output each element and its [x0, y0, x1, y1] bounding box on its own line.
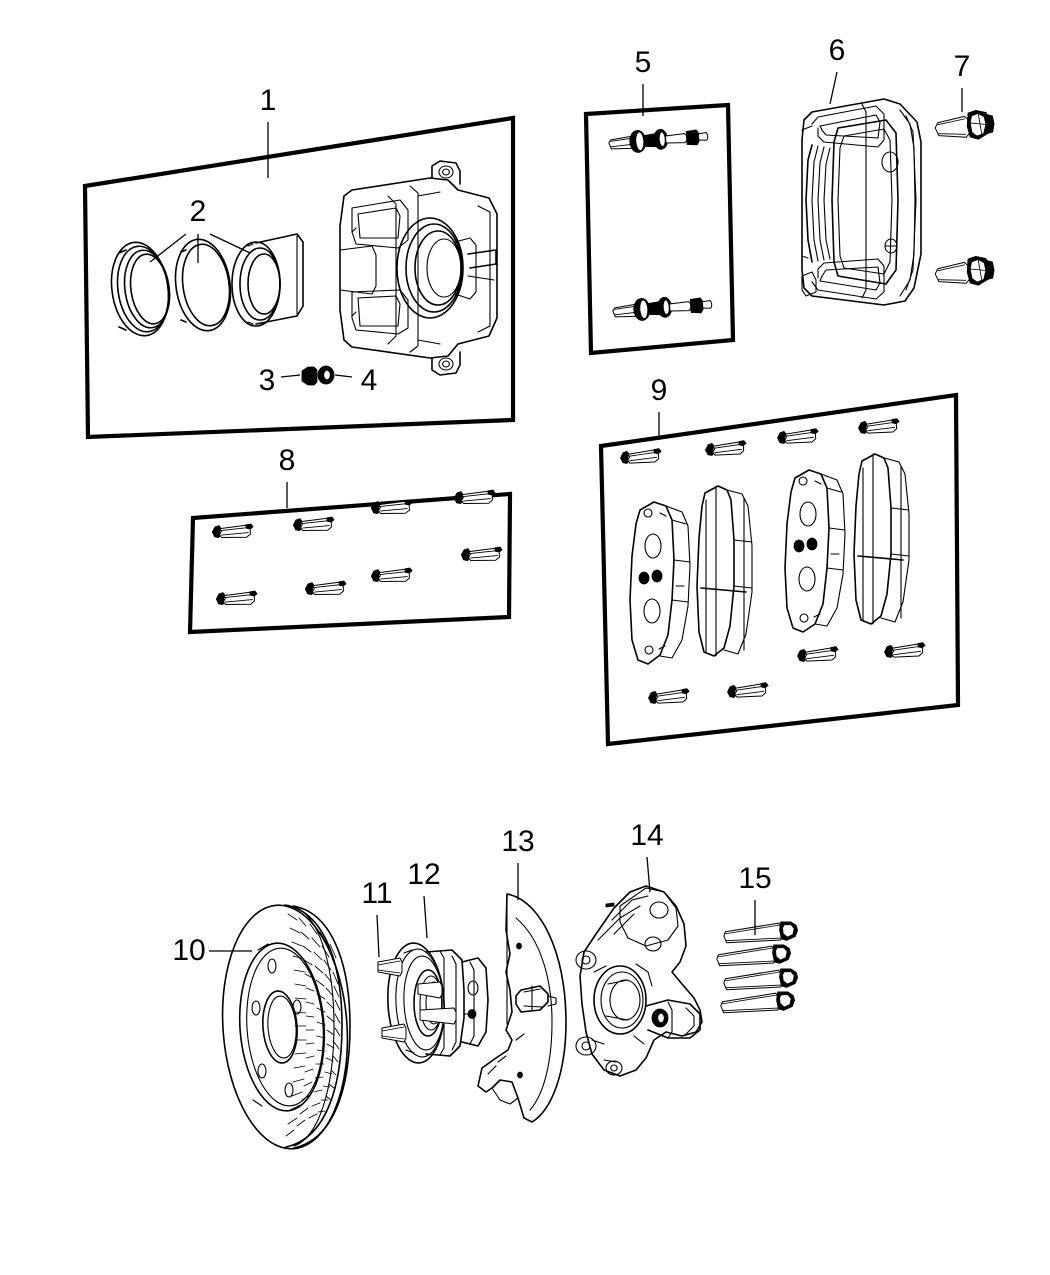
part-group-guide-pin-kit[interactable]	[583, 102, 736, 356]
brake-pad-kit-box[interactable]	[598, 392, 961, 747]
callout-number-8[interactable]: 8	[279, 444, 296, 477]
callout-numbers: 1 2 3 4 5 6 7 8 9 10 11 12 13 14 15	[172, 34, 970, 967]
wheel-stud[interactable]	[417, 981, 443, 999]
callout-leaders	[209, 71, 963, 958]
steering-knuckle[interactable]	[575, 885, 703, 1077]
callout-number-13[interactable]: 13	[501, 825, 534, 858]
brake-pad-inner-right[interactable]	[784, 469, 846, 633]
callout-number-4[interactable]: 4	[361, 364, 378, 397]
part-group-brake-pad-kit[interactable]	[598, 392, 961, 747]
leader-3	[280, 374, 301, 378]
leader-2a	[149, 233, 187, 263]
caliper-kit-box[interactable]	[82, 115, 516, 440]
caliper-adapter-bracket[interactable]	[801, 98, 922, 306]
piston-dust-boot[interactable]	[106, 239, 175, 340]
callout-number-7[interactable]: 7	[954, 50, 971, 83]
callout-number-15[interactable]: 15	[738, 862, 771, 895]
callout-number-12[interactable]: 12	[407, 858, 440, 891]
leader-line-12	[423, 895, 428, 939]
leader-line-6	[829, 71, 838, 105]
leader-line-11	[376, 914, 380, 958]
part-group-pad-hardware-kit[interactable]	[187, 489, 513, 635]
pad-hardware-kit-box[interactable]	[187, 491, 513, 635]
callout-number-10[interactable]: 10	[172, 934, 205, 967]
leader-4	[334, 374, 353, 378]
bleeder-screw[interactable]	[301, 366, 318, 386]
callout-number-6[interactable]: 6	[829, 34, 846, 67]
caliper-housing[interactable]	[339, 160, 498, 376]
piston-seal[interactable]	[170, 236, 236, 335]
wheel-stud[interactable]	[377, 957, 403, 977]
part-group-caliper-kit[interactable]	[82, 115, 516, 440]
wheel-stud[interactable]	[419, 1007, 457, 1025]
callout-number-1[interactable]: 1	[260, 84, 277, 117]
bleeder-cap[interactable]	[317, 365, 335, 385]
hub-bearing-assembly[interactable]	[377, 942, 489, 1065]
callout-number-14[interactable]: 14	[630, 819, 663, 852]
callout-number-2[interactable]: 2	[190, 195, 207, 228]
brake-pad-inner-left[interactable]	[629, 501, 691, 665]
wheel-stud[interactable]	[381, 1023, 407, 1043]
callout-number-11[interactable]: 11	[361, 877, 392, 910]
guide-pin-kit-box[interactable]	[583, 102, 736, 356]
splash-shield[interactable]	[477, 893, 567, 1123]
brake-pad-outer-right[interactable]	[853, 453, 910, 625]
brake-rotor[interactable]	[215, 901, 356, 1153]
leader-line-14	[646, 856, 651, 893]
leader-2c	[209, 233, 251, 254]
brake-pad-outer-left[interactable]	[696, 485, 753, 657]
callout-number-5[interactable]: 5	[635, 46, 652, 79]
callout-number-9[interactable]: 9	[651, 374, 668, 407]
caliper-piston[interactable]	[231, 233, 304, 327]
callout-number-3[interactable]: 3	[259, 364, 276, 397]
